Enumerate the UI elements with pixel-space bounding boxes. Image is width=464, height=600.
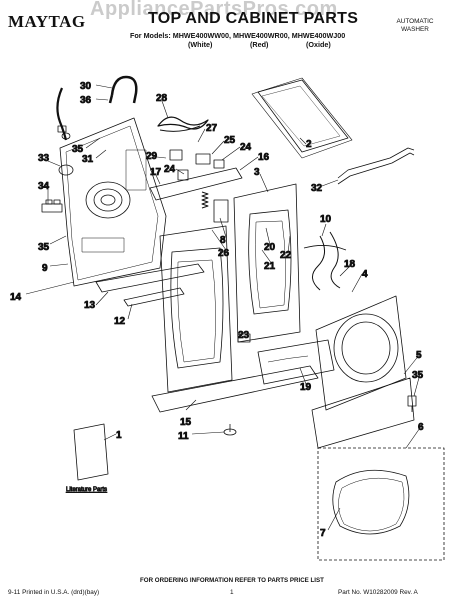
page-title: TOP AND CABINET PARTS — [148, 10, 359, 27]
page-number: 1 — [230, 589, 234, 596]
control-bracket-part — [149, 149, 243, 201]
literature-label: Literature Parts — [66, 487, 107, 493]
callout-27: 27 — [206, 123, 218, 134]
callout-1: 1 — [116, 430, 122, 441]
color-red: (Red) — [250, 40, 269, 49]
callout-17: 17 — [150, 167, 162, 178]
callout-22: 22 — [280, 250, 292, 261]
printed-note: 9-11 Printed in U.S.A. (drd)(bay) — [8, 589, 100, 596]
callout-23: 23 — [238, 330, 250, 341]
top-panel-part — [251, 77, 353, 159]
color-white: (White) — [188, 40, 213, 49]
literature-part — [73, 423, 109, 481]
callout-35: 35 — [72, 144, 84, 155]
callout-4: 4 — [362, 269, 368, 280]
callout-20: 20 — [264, 242, 276, 253]
wire-harness-part — [157, 116, 209, 132]
dashed-detail-box — [317, 447, 445, 561]
inlet-hose-part — [56, 75, 138, 141]
callout-8: 8 — [220, 235, 226, 246]
callout-33: 33 — [38, 153, 50, 164]
callout-13: 13 — [84, 300, 96, 311]
callout-10: 10 — [320, 214, 332, 225]
wire-cable-part — [303, 231, 347, 291]
color-oxide: (Oxide) — [306, 40, 331, 49]
callout-11: 11 — [178, 431, 189, 442]
callout-15: 15 — [180, 417, 192, 428]
fittings-part — [41, 164, 74, 213]
callout-labels: 30 36 35 31 28 27 25 29 24 16 33 34 17 2… — [10, 81, 425, 540]
callout-16: 16 — [258, 152, 270, 163]
brand-logo: MAYTAG — [8, 12, 86, 31]
leveling-foot-part — [223, 424, 237, 436]
callout-31: 31 — [82, 154, 94, 165]
spring-part — [201, 191, 229, 223]
callout-24: 24 — [240, 142, 252, 153]
ordering-note: FOR ORDERING INFORMATION REFER TO PARTS … — [140, 577, 324, 584]
cabinet-side-panel-part — [233, 183, 301, 343]
watermark: AppliancePartsPros.com — [90, 0, 338, 20]
callout-36: 36 — [80, 95, 92, 106]
callout-7: 7 — [320, 528, 326, 539]
callout-9: 9 — [42, 263, 48, 274]
callout-26: 26 — [218, 248, 230, 259]
product-type: AUTOMATIC WASHER — [380, 18, 450, 34]
callout-32: 32 — [311, 183, 323, 194]
front-panel-door-part — [315, 295, 407, 411]
rear-panel-part — [59, 117, 167, 287]
callout-14: 14 — [10, 292, 22, 303]
product-type-line1: AUTOMATIC — [396, 18, 434, 25]
callout-12: 12 — [114, 316, 126, 327]
callout-25: 25 — [224, 135, 236, 146]
callout-2: 2 — [306, 139, 312, 150]
callout-30: 30 — [80, 81, 92, 92]
base-rail-part — [95, 263, 205, 307]
callout-29: 29 — [146, 151, 158, 162]
lower-console-part — [237, 333, 335, 385]
product-type-line2: WASHER — [401, 26, 429, 33]
bracket-strap-part — [337, 147, 415, 185]
screw-part — [407, 395, 417, 412]
callout-18: 18 — [344, 259, 356, 270]
callout-3: 3 — [254, 167, 260, 178]
leader-lines — [25, 84, 423, 531]
callout-24b: 24 — [164, 164, 176, 175]
callout-35c: 35 — [412, 370, 424, 381]
callout-28: 28 — [156, 93, 168, 104]
callout-19: 19 — [300, 382, 312, 393]
kickplate-part — [311, 377, 415, 449]
callout-21: 21 — [264, 261, 276, 272]
callout-6: 6 — [418, 422, 424, 433]
callout-34: 34 — [38, 181, 50, 192]
models-line: For Models: MHWE400WW00, MHWE400WR00, MH… — [130, 31, 346, 40]
callout-5: 5 — [416, 350, 422, 361]
callout-35b: 35 — [38, 242, 50, 253]
part-number: Part No. W10282009 Rev. A — [338, 589, 418, 596]
base-pan-part — [151, 365, 319, 413]
